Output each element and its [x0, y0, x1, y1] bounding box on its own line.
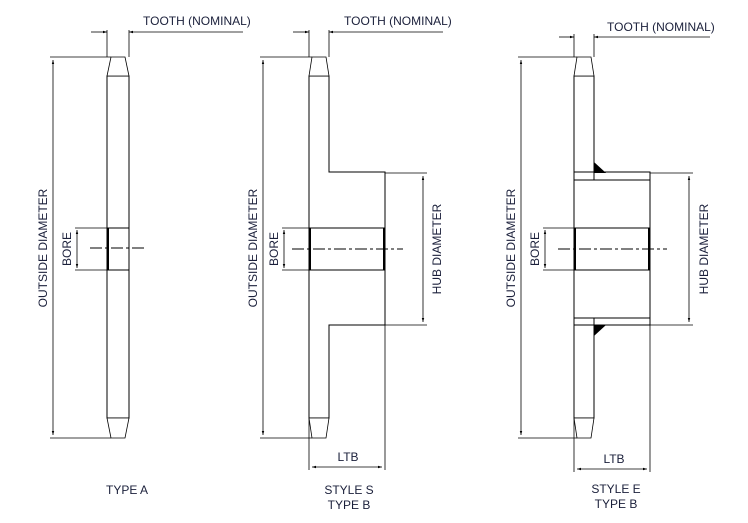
caption-style-e-line1: STYLE E — [591, 482, 640, 496]
tooth-top — [308, 56, 330, 77]
tooth-bottom — [106, 417, 130, 439]
tooth-dimension: TOOTH (NOMINAL) — [293, 14, 452, 57]
tooth-top — [573, 56, 595, 77]
caption-style-s-line1: STYLE S — [324, 483, 373, 497]
tooth-top — [106, 56, 130, 77]
tooth-label: TOOTH (NOMINAL) — [143, 14, 251, 28]
bore-hole — [106, 227, 130, 271]
sprocket-plate — [90, 56, 145, 439]
caption-style-s-line2: TYPE B — [328, 498, 371, 512]
outside-diameter-label: OUTSIDE DIAMETER — [504, 188, 518, 307]
weld-fillet-top — [594, 162, 606, 173]
outside-diameter-dimension: OUTSIDE DIAMETER — [246, 56, 312, 439]
tooth-label: TOOTH (NOMINAL) — [344, 14, 452, 28]
hub-diameter-dimension: HUB DIAMETER — [385, 172, 444, 326]
view-style-s-type-b: TOOTH (NOMINAL) OUTSIDE DIAMETER BORE — [246, 14, 452, 512]
caption-style-e-line2: TYPE B — [595, 497, 638, 511]
outside-diameter-label: OUTSIDE DIAMETER — [36, 188, 50, 307]
bore-label: BORE — [60, 232, 74, 266]
view-style-e-type-b: TOOTH (NOMINAL) OUTS — [504, 20, 715, 511]
bore-label: BORE — [267, 232, 281, 266]
ltb-dimension: LTB — [308, 325, 386, 470]
tooth-bottom — [573, 417, 595, 439]
outside-diameter-dimension: OUTSIDE DIAMETER — [36, 56, 111, 439]
sprocket-body — [558, 56, 667, 439]
welded-hub-upper — [573, 179, 651, 229]
hub-diameter-dimension: HUB DIAMETER — [650, 172, 711, 326]
tooth-bottom — [308, 417, 330, 439]
welded-hub-lower — [573, 269, 651, 319]
tooth-dimension: TOOTH (NOMINAL) — [91, 14, 251, 57]
view-type-a: TOOTH (NOMINAL) OUTSIDE DIAMETER BORE TY… — [36, 14, 251, 497]
hub-diameter-label: HUB DIAMETER — [697, 203, 711, 294]
weld-fillet-bottom — [594, 325, 606, 336]
tooth-dimension: TOOTH (NOMINAL) — [559, 20, 715, 57]
bore-dimension: BORE — [60, 227, 107, 271]
outside-diameter-dimension: OUTSIDE DIAMETER — [504, 56, 577, 439]
ltb-label: LTB — [603, 452, 624, 466]
sprocket-body — [292, 56, 403, 439]
hub-diameter-label: HUB DIAMETER — [430, 203, 444, 294]
ltb-dimension: LTB — [573, 325, 651, 472]
outside-diameter-label: OUTSIDE DIAMETER — [246, 188, 260, 307]
tooth-label: TOOTH (NOMINAL) — [607, 20, 715, 34]
ltb-label: LTB — [337, 450, 358, 464]
bore-label: BORE — [528, 232, 542, 266]
bore-dimension: BORE — [528, 227, 574, 271]
bore-dimension: BORE — [267, 227, 309, 271]
caption-type-a: TYPE A — [106, 483, 148, 497]
